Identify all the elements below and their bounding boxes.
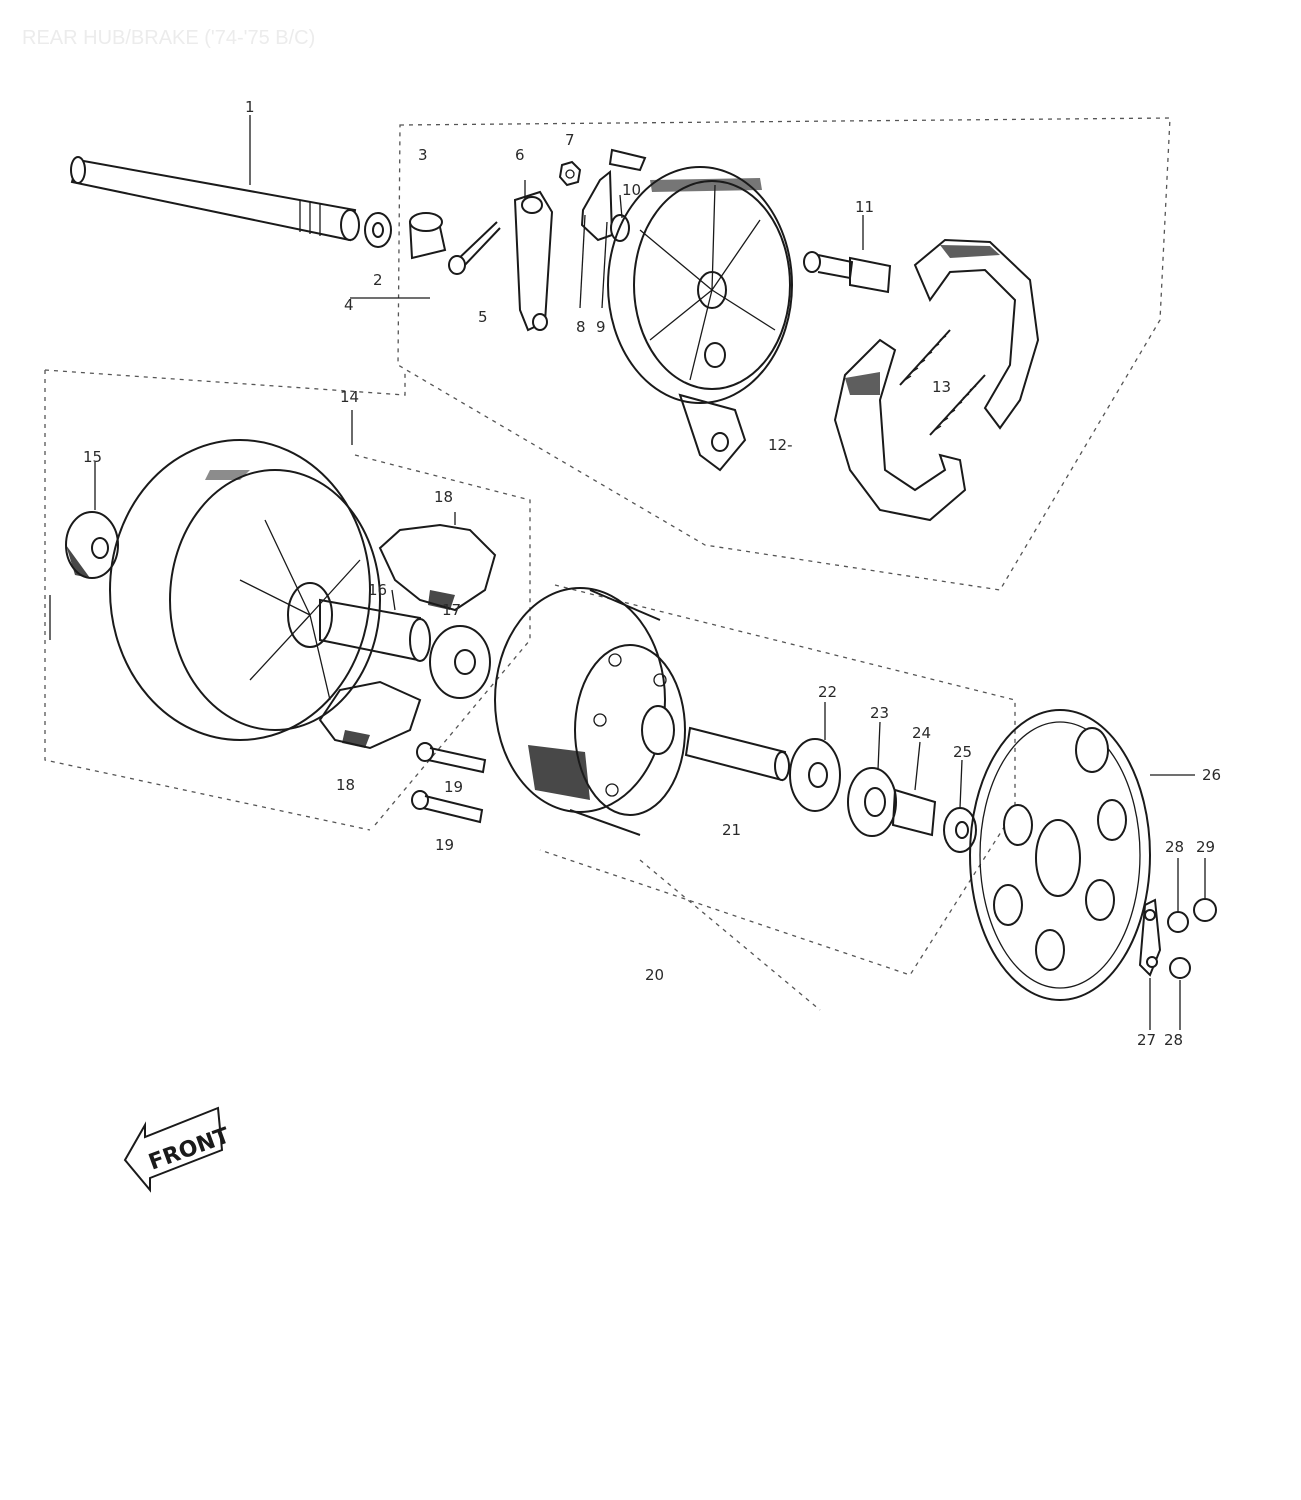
damper-assembly-outline xyxy=(354,454,531,826)
callout-5: 5 xyxy=(478,308,488,326)
spacer-part xyxy=(408,212,447,260)
callout-2: 2 xyxy=(373,271,383,289)
collar-part xyxy=(364,212,392,248)
hub-assembly-outline xyxy=(539,584,1016,976)
cam-lever-part xyxy=(513,190,554,332)
hub-outline-tail xyxy=(639,859,821,1011)
brake-panel-part xyxy=(607,166,793,472)
front-direction-arrow: FRONT xyxy=(123,1106,233,1193)
wheel-assembly-outline-left xyxy=(44,370,371,831)
bearings-seal-collar-parts xyxy=(789,738,977,853)
spacer-tube-part xyxy=(319,598,431,662)
callout-20: 20 xyxy=(645,966,664,984)
hub-bolts-part xyxy=(411,742,487,824)
callout-19-lower: 19 xyxy=(435,836,454,854)
sprocket-shaft-part xyxy=(684,726,790,782)
bearing-part-center xyxy=(429,625,491,699)
wheel-assembly-outline-top xyxy=(44,369,406,396)
callout-labels: 1 2 3 4 5 6 7 8 9 10 11 12- 13 14 15 16 … xyxy=(83,98,1221,1049)
callout-28-upper: 28 xyxy=(1165,838,1184,856)
callout-6: 6 xyxy=(515,146,525,164)
callout-12: 12- xyxy=(768,436,793,454)
callout-26: 26 xyxy=(1202,766,1221,784)
callout-11: 11 xyxy=(855,198,874,216)
adjuster-part xyxy=(803,251,892,294)
callout-25: 25 xyxy=(953,743,972,761)
callout-4: 4 xyxy=(344,296,354,314)
hub-dampers-part xyxy=(318,523,497,750)
callout-7: 7 xyxy=(565,131,575,149)
callout-1: 1 xyxy=(245,98,255,116)
callout-15: 15 xyxy=(83,448,102,466)
lock-plate-nuts-parts xyxy=(1138,898,1217,979)
axle-part xyxy=(70,156,360,242)
callout-28-lower: 28 xyxy=(1164,1031,1183,1049)
assembly-outlines xyxy=(44,117,1171,1011)
bearing-part-left xyxy=(65,511,119,579)
brake-panel-assembly-outline xyxy=(397,117,1171,591)
diagram-title: REAR HUB/BRAKE ('74-'75 B/C) xyxy=(22,27,315,49)
nut-part xyxy=(558,160,582,187)
callout-8: 8 xyxy=(576,318,586,336)
brake-shoes-part xyxy=(833,238,1040,522)
callout-24: 24 xyxy=(912,724,931,742)
leader-lines xyxy=(49,115,1206,1030)
callout-13: 13 xyxy=(932,378,951,396)
callout-22: 22 xyxy=(818,683,837,701)
callout-10: 10 xyxy=(622,181,641,199)
callout-14: 14 xyxy=(340,388,359,406)
callout-21: 21 xyxy=(722,821,741,839)
callout-27: 27 xyxy=(1137,1031,1156,1049)
callout-3: 3 xyxy=(418,146,428,164)
callout-19-upper: 19 xyxy=(444,778,463,796)
callout-18-upper: 18 xyxy=(434,488,453,506)
callout-16: 16 xyxy=(368,581,387,599)
sprocket-part xyxy=(969,709,1151,1001)
callout-17: 17 xyxy=(442,601,461,619)
callout-18-lower: 18 xyxy=(336,776,355,794)
return-springs-part xyxy=(899,329,986,436)
sprocket-hub-part xyxy=(494,587,686,836)
callout-9: 9 xyxy=(596,318,606,336)
bolt-part xyxy=(448,221,501,275)
callout-23: 23 xyxy=(870,704,889,722)
callout-29: 29 xyxy=(1196,838,1215,856)
wheel-hub-part xyxy=(109,439,381,741)
